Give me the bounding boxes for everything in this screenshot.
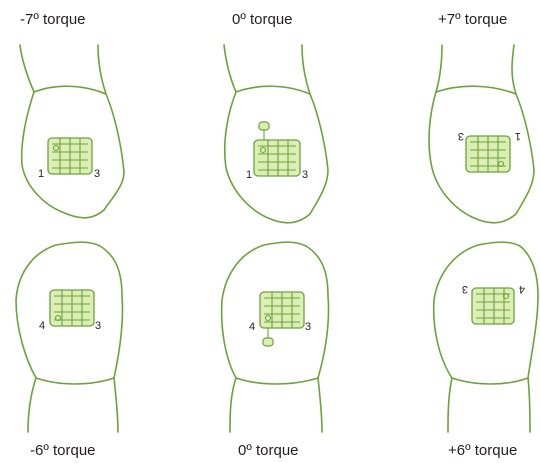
label-upper-minus7: -7º torque <box>20 11 86 28</box>
number-lower-minus6-right: 3 <box>95 320 101 332</box>
lower-tooth-zero <box>220 241 330 433</box>
bracket-lower-zero <box>259 291 305 347</box>
upper-tooth-plus7 <box>428 44 535 224</box>
bracket-upper-minus7 <box>47 137 93 175</box>
lower-tooth-plus6 <box>432 241 539 433</box>
number-lower-plus6-left: 4 <box>519 283 525 295</box>
label-lower-minus6: -6º torque <box>30 442 96 459</box>
number-lower-zero-left: 4 <box>249 321 255 333</box>
label-upper-zero: 0º torque <box>232 11 293 28</box>
label-lower-plus6: +6º torque <box>448 442 517 459</box>
lower-tooth-minus6 <box>15 241 124 433</box>
upper-tooth-minus7 <box>19 44 125 219</box>
number-upper-plus7-left: 1 <box>515 130 521 142</box>
bracket-upper-plus7 <box>465 135 511 173</box>
label-lower-zero: 0º torque <box>238 442 299 459</box>
number-upper-zero-right: 3 <box>302 169 308 181</box>
bracket-lower-plus6 <box>471 287 515 325</box>
number-upper-minus7-right: 3 <box>94 168 100 180</box>
number-lower-plus6-right: 3 <box>462 283 468 295</box>
upper-tooth-zero <box>223 44 329 224</box>
number-upper-zero-left: 1 <box>246 169 252 181</box>
bracket-upper-zero <box>253 121 301 177</box>
label-upper-plus7: +7º torque <box>438 11 507 28</box>
bracket-lower-minus6 <box>49 289 95 327</box>
number-upper-minus7-left: 1 <box>38 168 44 180</box>
number-lower-minus6-left: 4 <box>39 320 45 332</box>
number-upper-plus7-right: 3 <box>458 130 464 142</box>
number-lower-zero-right: 3 <box>305 321 311 333</box>
